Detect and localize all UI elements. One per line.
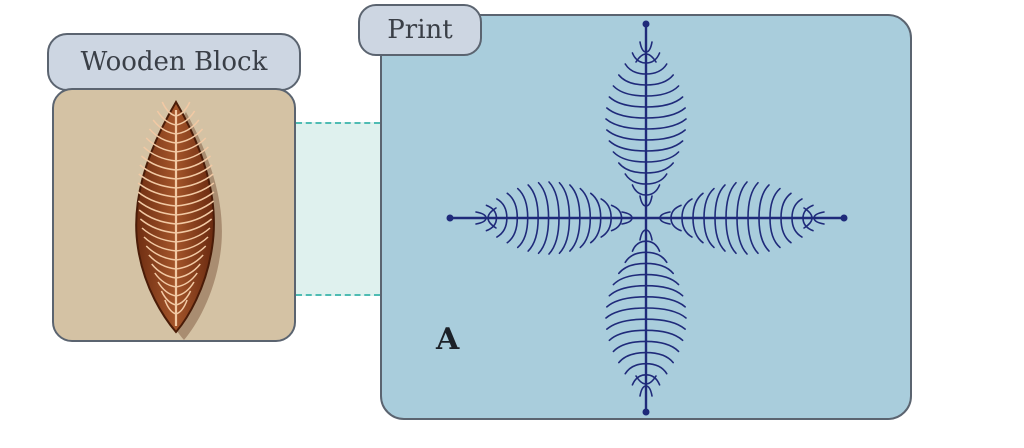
wooden-block-panel: [52, 88, 296, 342]
wooden-block-label: Wooden Block: [47, 33, 301, 91]
print-letter: A: [436, 322, 460, 357]
carved-leaf-icon: [135, 100, 222, 340]
print-label: Print: [358, 4, 482, 56]
four-leaf-cross-print-icon: [446, 20, 848, 416]
print-panel: [380, 14, 912, 420]
block-to-print-connector: [296, 122, 380, 296]
